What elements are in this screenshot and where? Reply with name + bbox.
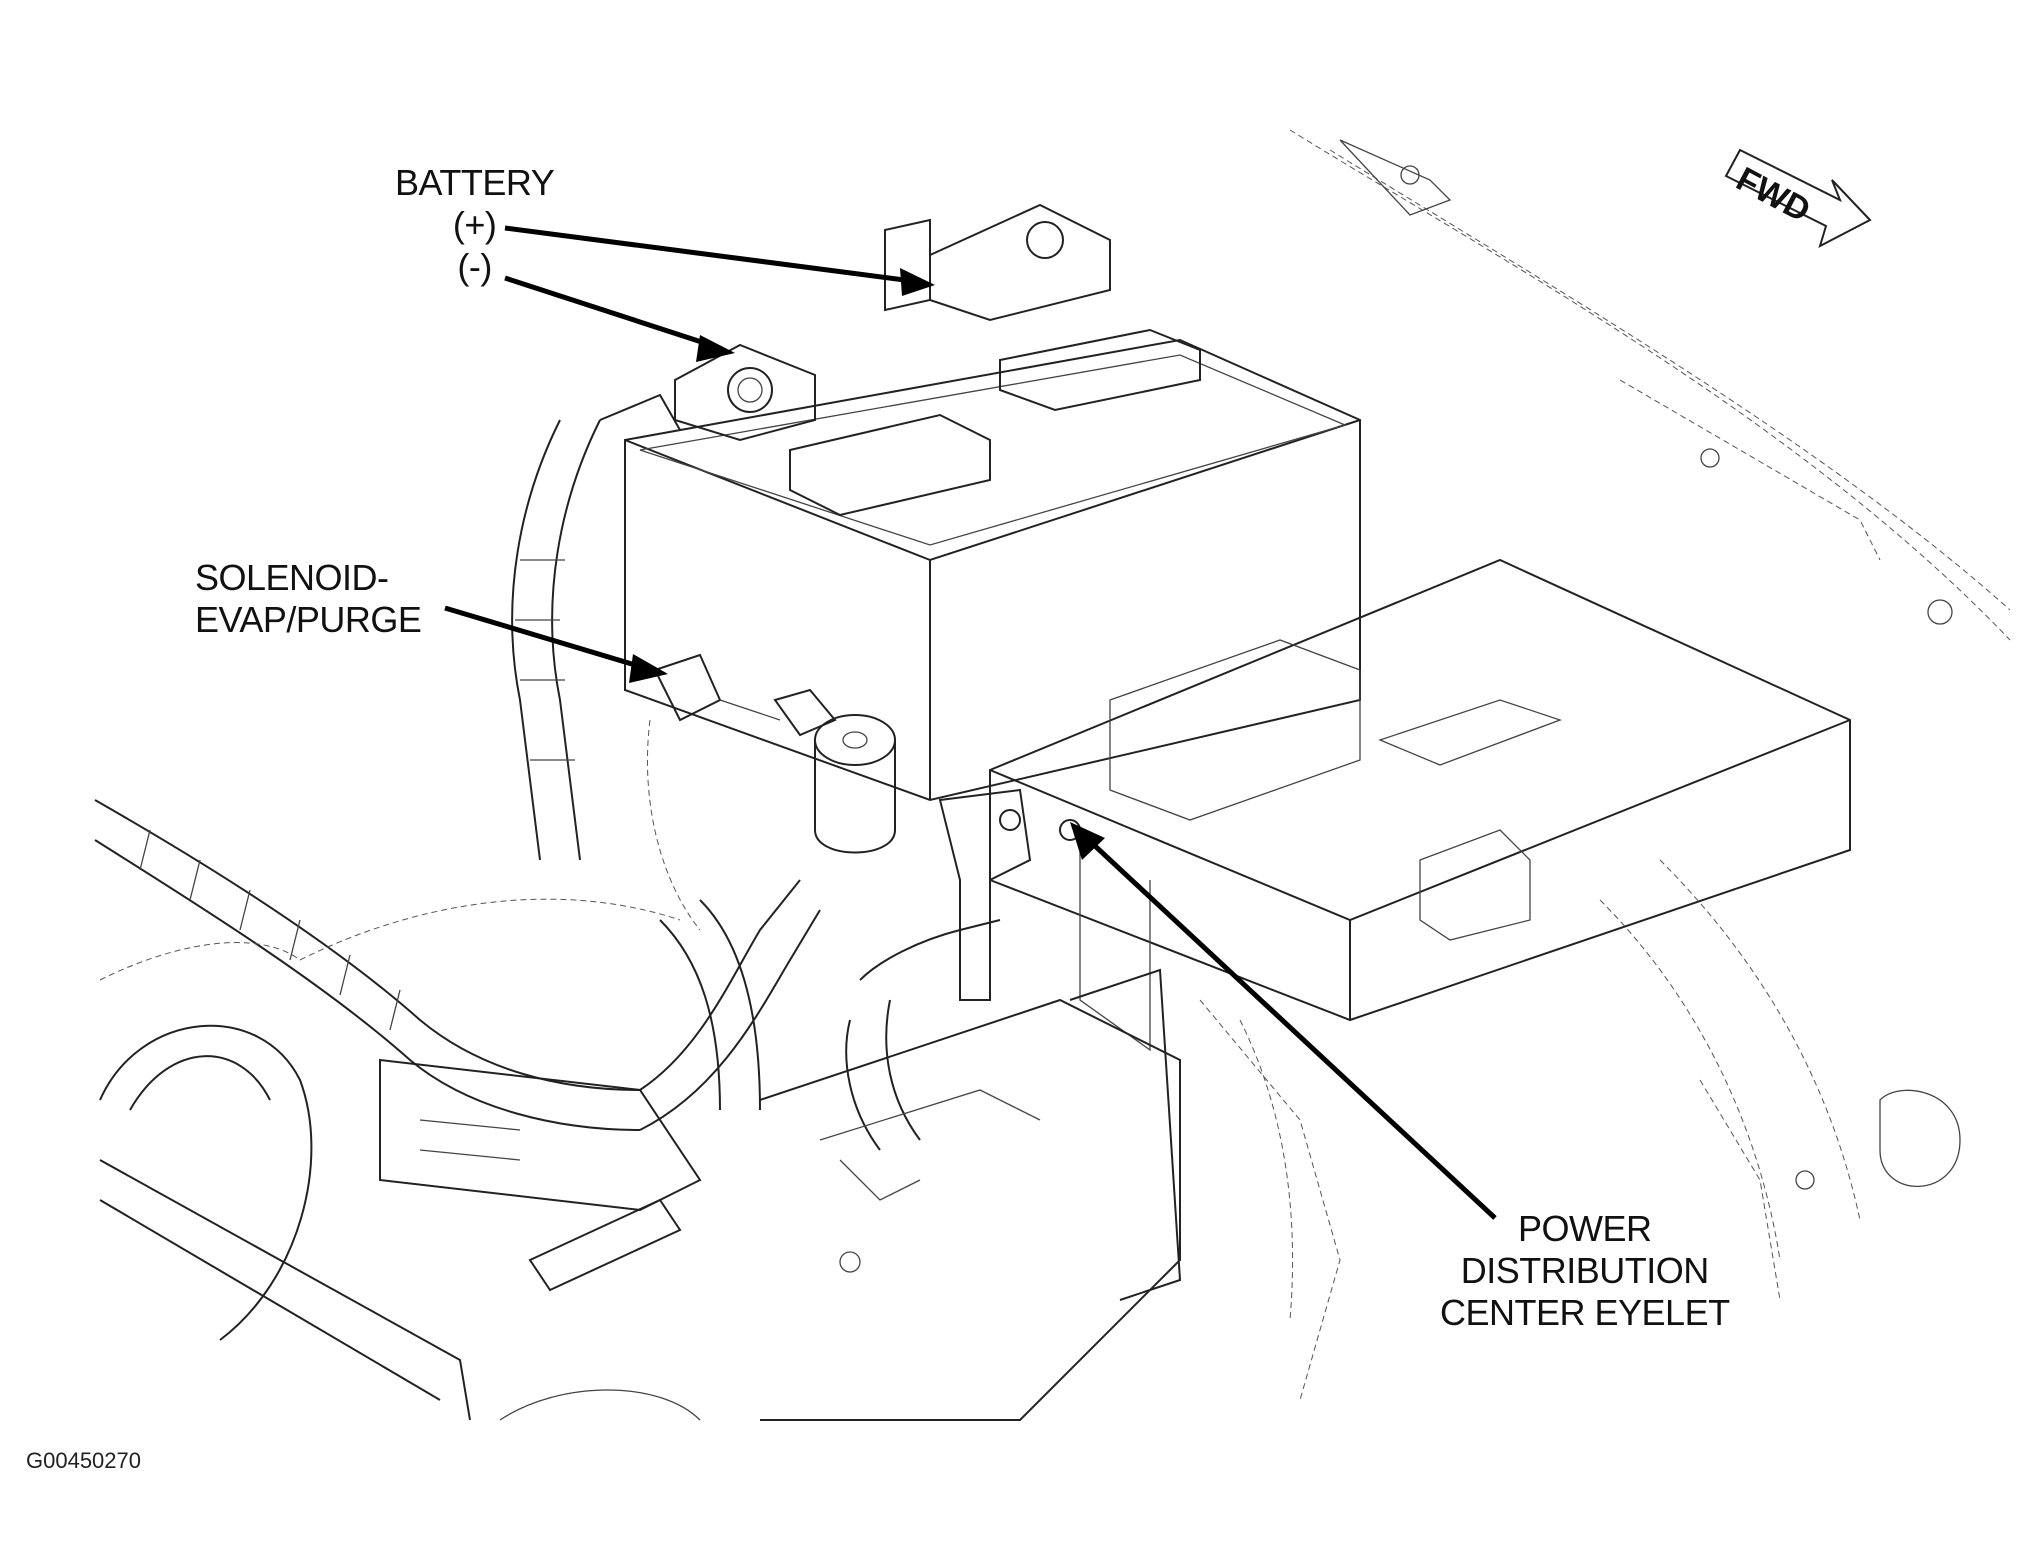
negative-terminal: [674, 343, 816, 442]
battery-negative-arrow: [504, 275, 721, 351]
pdc-line3-text: CENTER EYELET: [1440, 1292, 1730, 1333]
positive-terminal: [929, 203, 1111, 322]
battery-positive-arrow: [504, 225, 921, 285]
pdc-line2-text: DISTRIBUTION: [1460, 1250, 1710, 1291]
solenoid-line1-text: SOLENOID-: [195, 557, 389, 598]
callout-arrows: [444, 225, 1497, 1220]
power-distribution-center: [989, 558, 1851, 1052]
battery-body: [599, 203, 1361, 802]
pdc-eyelet-callout-label: POWER DISTRIBUTION CENTER EYELET: [1440, 1208, 1730, 1334]
engine-lower: [99, 898, 1341, 1421]
purge-solenoid: [653, 653, 1081, 1001]
solenoid-line2-text: EVAP/PURGE: [195, 599, 422, 640]
forward-arrow-icon: [1724, 148, 1872, 248]
fender-outline: [1289, 129, 2011, 1301]
battery-title-text: BATTERY: [395, 162, 555, 203]
pdc-eyelet-arrow: [1078, 830, 1497, 1220]
solenoid-callout-label: SOLENOID- EVAP/PURGE: [195, 557, 422, 641]
battery-negative-text: (-): [457, 246, 492, 287]
battery-positive-text: (+): [452, 204, 497, 245]
pdc-line1-text: POWER: [1518, 1208, 1652, 1249]
battery-callout-label: BATTERY (+) (-): [395, 162, 555, 288]
figure-id: G00450270: [26, 1448, 141, 1473]
solenoid-arrow: [444, 605, 653, 673]
wiring-harness: [94, 419, 1001, 1151]
